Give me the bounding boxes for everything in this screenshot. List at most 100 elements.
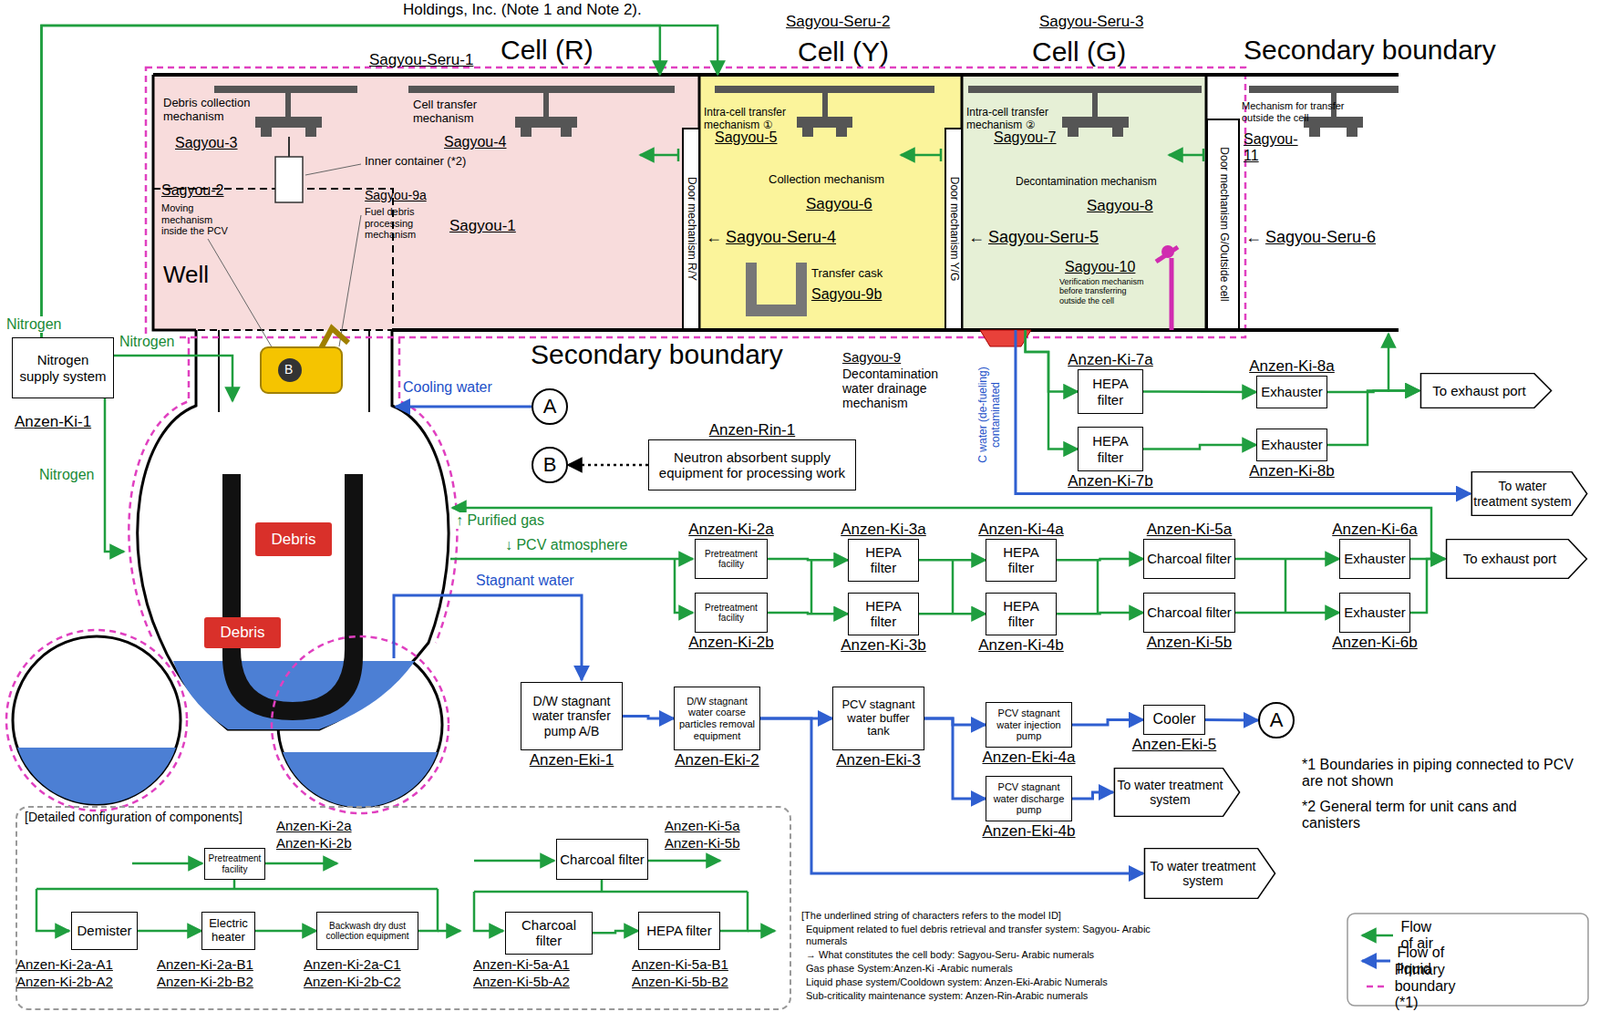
flow-connector <box>41 25 718 338</box>
cell-fill <box>153 74 700 331</box>
process-box: CoolerAnzen-Eki-5 <box>1143 704 1206 735</box>
process-box: Anzen-Ki-3aHEPA filter <box>847 538 919 582</box>
process-box: Anzen-Ki-4aHEPA filter <box>985 538 1057 582</box>
model-id-label: Sagyou-9b <box>811 286 882 303</box>
node-text: To exhaust port <box>1463 550 1558 567</box>
node-text: Anzen-Eki-1 <box>529 751 615 770</box>
cell-walls <box>153 74 1399 331</box>
destination-arrow-box: To water treatment system <box>1143 847 1277 899</box>
circle-connector: B <box>531 446 568 484</box>
label-text: Stagnant water <box>474 572 577 589</box>
node-text: Anzen-Ki-5b-A2 <box>473 973 570 990</box>
node-text: To water treatment system <box>1145 858 1260 888</box>
destination-arrow-box: To exhaust port <box>1445 538 1589 579</box>
crane <box>822 92 828 117</box>
detail-lines <box>747 929 775 933</box>
door-mechanism-box: Door mechanism G/Outside cell <box>1206 118 1240 331</box>
flow-connector <box>1205 718 1259 723</box>
node-text: To water treatment system <box>1473 478 1572 508</box>
node-text: D/W stagnant water coarse particles remo… <box>677 695 757 743</box>
node-text: Anzen-Ki-5a <box>664 817 741 834</box>
flow-connector <box>1056 558 1144 560</box>
crane <box>1092 92 1098 117</box>
detail-lines <box>648 859 721 863</box>
node-text: PCV stagnant water discharge pump <box>989 781 1069 816</box>
node-text: Debris <box>270 530 316 549</box>
transfer-arrows <box>1168 154 1204 157</box>
node-text: PCV stagnant water injection pump <box>989 707 1069 743</box>
door-mechanism-box: Door mechanism R/Y <box>681 127 701 331</box>
node-text: Anzen-Ki-4a <box>978 520 1064 539</box>
node-text: Anzen-Eki-4b <box>981 822 1075 841</box>
primary-boundary <box>145 67 1246 338</box>
title-text: Holdings, Inc. (Note 1 and Note 2). <box>402 0 642 20</box>
label-text: Decontamination water drainage mechanism <box>842 366 957 411</box>
crane <box>796 116 853 128</box>
node-text: Anzen-Ki-3a <box>840 520 927 539</box>
drain-funnel <box>980 330 1032 347</box>
gas-lines <box>450 557 693 561</box>
process-box: PCV stagnant water injection pumpAnzen-E… <box>985 701 1073 748</box>
label-text: ↓ PCV atmosphere <box>503 536 630 554</box>
detail-lines <box>265 862 338 866</box>
process-box: Nitrogen supply systemAnzen-Ki-1 <box>11 337 114 399</box>
crane <box>255 116 322 128</box>
crane <box>1249 85 1399 93</box>
label-text: Nitrogen <box>37 466 96 484</box>
node-text: D/W stagnant water transfer pump A/B <box>524 693 620 738</box>
model-id-label: Sagyou-7 <box>993 129 1057 146</box>
flow-connector <box>767 612 848 614</box>
label-text: ↑ Purified gas <box>454 512 547 529</box>
node-text: Sagyou-Seru-3 <box>1039 12 1144 31</box>
node-text: Anzen-Ki-4b <box>978 636 1064 655</box>
model-id-label: Sagyou-9a <box>364 187 427 203</box>
model-id-label: Sagyou-4 <box>443 134 507 151</box>
label-text: Inner container (*2) <box>364 154 470 169</box>
node-text: Door mechanism R/Y <box>684 131 698 327</box>
gas-lines <box>1387 333 1391 393</box>
crane <box>1303 116 1363 128</box>
pcv-vessel <box>12 636 181 805</box>
crane <box>1112 127 1124 137</box>
flow-connector <box>1072 792 1114 799</box>
flow-connector <box>924 718 986 799</box>
cell-fill <box>153 74 1207 331</box>
robot <box>260 347 342 393</box>
crane <box>543 92 549 117</box>
legend-sample <box>1356 926 1394 945</box>
arrow-shape-outline <box>1114 768 1239 817</box>
node-text: Anzen-Ki-2b-C2 <box>303 973 402 990</box>
cell-walls <box>153 72 1399 77</box>
node-text: Anzen-Ki-2b-A2 <box>16 973 114 990</box>
crane <box>1067 127 1079 137</box>
transfer-arrows <box>640 154 679 157</box>
flow-connector <box>41 25 660 338</box>
flow-connector <box>1327 391 1420 446</box>
node-text: Anzen-Rin-1 <box>709 421 796 440</box>
label-text: ← <box>1245 227 1262 248</box>
node-text: Anzen-Eki-4a <box>981 748 1075 767</box>
label-text: *1 Boundaries in piping connected to PCV… <box>1301 756 1576 791</box>
process-box: PCV stagnant water buffer tankAnzen-Eki-… <box>832 686 925 751</box>
cell-walls <box>699 74 1207 331</box>
destination-arrow-box: To water treatment system <box>1470 471 1589 517</box>
cell-fill <box>961 74 1207 331</box>
label-text: [The underlined string of characters ref… <box>801 909 1062 922</box>
process-box: HEPA filterAnzen-Ki-3b <box>847 592 919 636</box>
node-text: [Detailed configuration of components] <box>24 809 243 825</box>
node-text: Anzen-Ki-5b-B2 <box>631 973 729 990</box>
process-box: Charcoal filterAnzen-Ki-5b <box>1143 592 1236 633</box>
primary-boundary <box>271 636 449 814</box>
node-text: Anzen-Ki-5b <box>1146 633 1233 652</box>
model-id-label: Sagyou-1 <box>449 216 517 236</box>
node-text: Anzen-Eki-2 <box>674 751 760 770</box>
flow-connector <box>1143 444 1257 450</box>
node-text: Cooler <box>1152 711 1196 728</box>
label-text: Fuel debris processing mechanism <box>364 206 438 241</box>
crane <box>836 127 847 137</box>
crane <box>285 92 291 117</box>
process-box: Pretreatment facilityAnzen-Ki-2b <box>694 592 768 633</box>
legend-sample <box>1356 977 1388 996</box>
process-box: Anzen-Ki-8aExhauster <box>1256 375 1328 409</box>
